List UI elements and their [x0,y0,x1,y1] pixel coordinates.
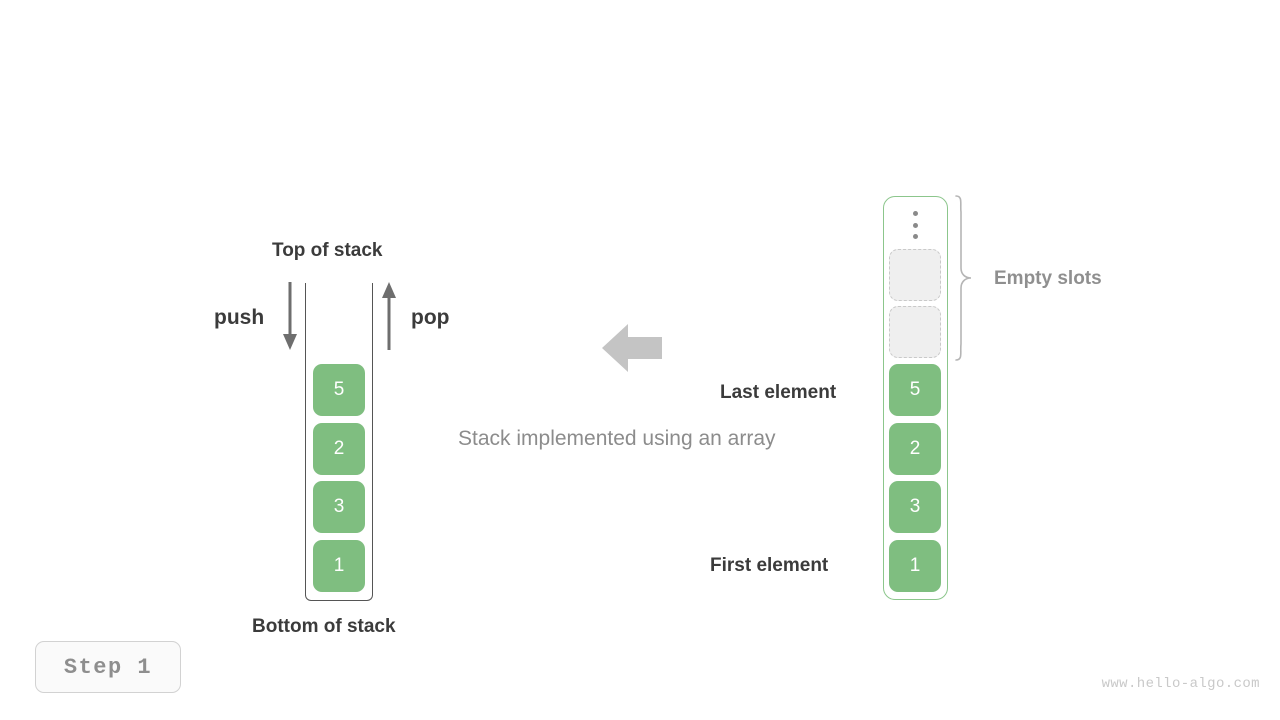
stack-element: 2 [313,423,365,475]
vertical-ellipsis-icon [910,211,920,239]
bottom-of-stack-label: Bottom of stack [252,616,396,637]
stack-element: 5 [313,364,365,416]
watermark: www.hello-algo.com [1101,676,1260,692]
array-element: 2 [889,423,941,475]
empty-slots-label: Empty slots [994,268,1102,289]
step-badge: Step 1 [35,641,181,693]
empty-slot [889,249,941,301]
array-element: 1 [889,540,941,592]
arrow-left-icon [602,324,662,372]
first-element-label: First element [710,555,829,576]
pop-label: pop [411,306,450,329]
empty-slot [889,306,941,358]
push-label: push [214,306,265,329]
push-arrow-icon [283,282,297,350]
array-element: 3 [889,481,941,533]
top-of-stack-label: Top of stack [272,240,383,261]
stack-container [305,283,373,601]
pop-arrow-icon [382,282,396,350]
empty-slots-brace [955,195,972,361]
step-badge-label: Step 1 [63,654,153,680]
array-element: 5 [889,364,941,416]
last-element-label: Last element [720,382,837,403]
diagram-caption: Stack implemented using an array [458,427,776,450]
stack-element: 1 [313,540,365,592]
stack-element: 3 [313,481,365,533]
